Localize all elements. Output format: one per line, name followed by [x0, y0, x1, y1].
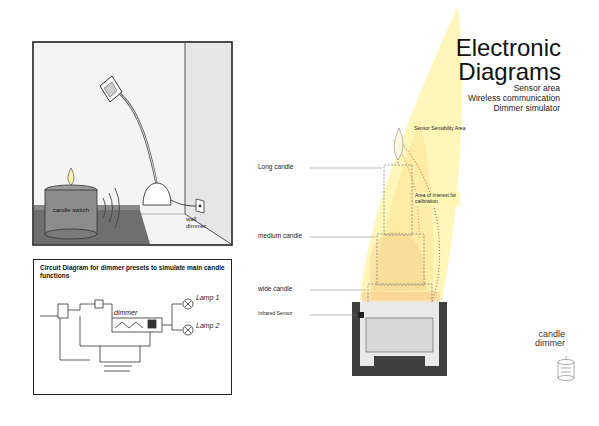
leader-lines — [310, 315, 356, 316]
leader-lines — [310, 168, 382, 169]
subtitle: Wireless communication — [430, 94, 560, 104]
area-label: Area of interest for calibration — [414, 192, 460, 206]
area-label: Sensor Sensibility Area — [414, 126, 474, 132]
circuit-sketch — [185, 301, 191, 333]
subtitle: Sensor area — [430, 84, 560, 94]
node-heading: candle switch — [48, 207, 94, 214]
lamp — [100, 76, 122, 102]
scene-panel — [33, 42, 232, 245]
circuit-sketch — [172, 325, 182, 330]
sensor-area — [370, 232, 426, 292]
circuit-sketch — [68, 304, 95, 310]
lamp — [100, 76, 196, 206]
diagram-title: Electronic Diagrams — [426, 36, 561, 84]
logo-text: candle dimmer — [525, 330, 565, 348]
wall-dimmer-box — [196, 199, 204, 213]
candle-outlines — [384, 165, 412, 235]
wireless-waves — [103, 188, 120, 228]
candle-flame-icon — [45, 229, 97, 239]
lamp — [143, 183, 171, 205]
sensor-area — [396, 138, 440, 302]
sensor-label: Infrared Sensor — [258, 311, 318, 317]
circuit-sketch — [104, 366, 132, 371]
lamp — [104, 82, 117, 97]
wall-dimmer-box — [199, 205, 202, 208]
candle-size-label: wide candle — [258, 285, 318, 292]
housing — [352, 302, 447, 376]
leader-lines — [310, 290, 366, 291]
node-heading: Circuit Diagram for dimmer presets to si… — [40, 264, 225, 280]
circuit-sketch — [80, 316, 150, 346]
device-label: wall dimmer — [186, 216, 216, 230]
circuit-sketch — [60, 318, 90, 360]
wireless-waves — [115, 188, 120, 228]
lamp — [118, 92, 157, 186]
candle-size-label: Long candle — [258, 163, 318, 170]
circuit-sketch — [112, 304, 182, 325]
candle-outlines — [377, 234, 424, 285]
candle-dimmer-icon — [558, 376, 574, 381]
circuit-sketch — [40, 316, 58, 317]
candle-dimmer-icon — [558, 356, 574, 381]
circuit-sketch — [115, 322, 143, 328]
circuit-sketch — [103, 304, 112, 305]
candle-size-label: medium candle — [258, 232, 318, 239]
candle-flame-icon — [68, 168, 74, 185]
circuit-sketch — [40, 299, 193, 371]
scene-panel — [33, 42, 232, 245]
housing — [358, 312, 364, 318]
candle-flame-icon — [45, 168, 97, 239]
leader-lines — [310, 237, 375, 238]
circuit-sketch — [95, 300, 103, 308]
sensor-area — [360, 6, 462, 318]
lamp-label: Lamp 1 — [196, 294, 230, 302]
circuit-sketch — [148, 320, 156, 328]
scene-panel — [185, 214, 231, 244]
scene-panel — [185, 43, 231, 244]
sensor-area — [360, 6, 462, 300]
housing — [366, 318, 433, 352]
component-label: dimmer — [114, 309, 154, 317]
circuit-sketch — [112, 318, 162, 332]
candle-switch: candle switch — [45, 190, 97, 234]
scene-panel — [185, 43, 186, 214]
housing — [360, 302, 439, 366]
subtitle: Dimmer simulator — [430, 104, 560, 114]
lamp — [118, 92, 157, 186]
candle-dimmer-icon — [558, 360, 574, 365]
candle-dimmer-icon — [561, 356, 571, 372]
circuit-sketch — [58, 304, 68, 318]
candle-flame-icon — [45, 190, 97, 234]
lamp-label: Lamp 2 — [196, 322, 230, 330]
lamp — [171, 200, 196, 206]
wall-dimmer-box — [196, 199, 204, 213]
wick-flame — [394, 128, 403, 160]
circuit-sketch — [100, 346, 140, 362]
wireless-waves — [103, 198, 106, 218]
candle-outlines — [368, 158, 432, 318]
leader-lines — [310, 168, 382, 315]
wireless-waves — [109, 193, 113, 223]
housing — [352, 302, 447, 376]
